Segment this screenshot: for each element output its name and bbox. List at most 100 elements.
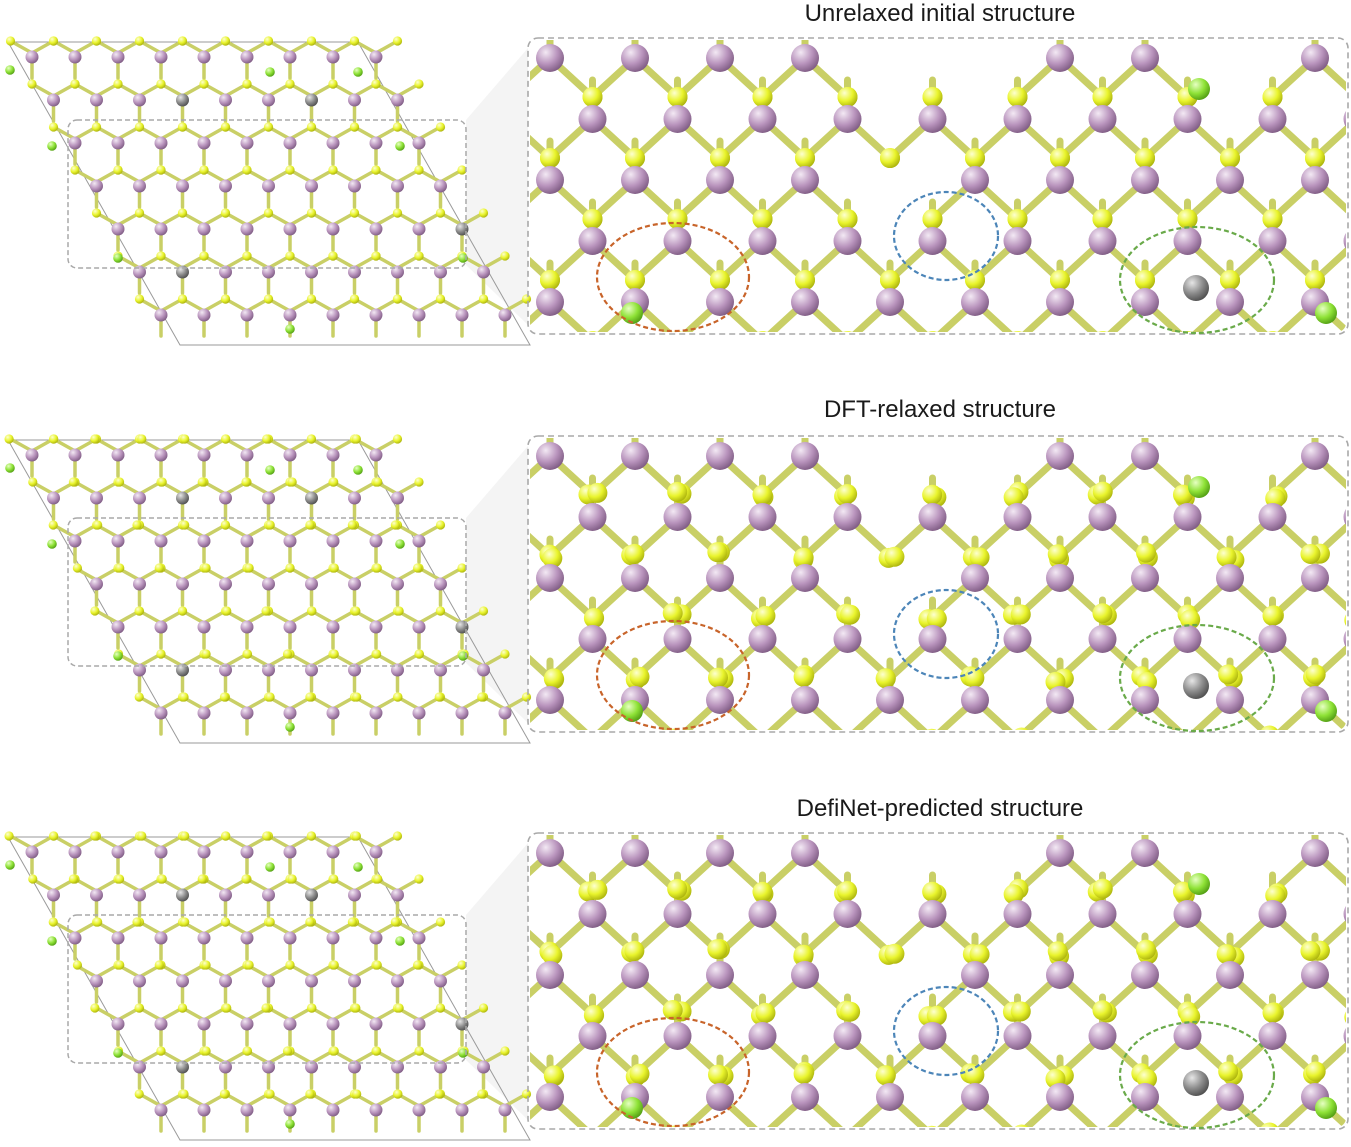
chalcogen-atom xyxy=(662,1000,683,1021)
chalcogen-atom xyxy=(134,692,144,702)
metal-atom xyxy=(133,491,146,505)
chalcogen-atom xyxy=(201,649,211,659)
chalcogen-atom xyxy=(624,940,645,961)
bond xyxy=(94,609,120,625)
metal-atom xyxy=(283,1017,297,1031)
metal-atom xyxy=(240,308,254,322)
green-substituent-atom xyxy=(1188,873,1210,895)
metal-atom xyxy=(326,136,340,150)
gray-substituent-atom xyxy=(305,888,318,902)
chalcogen-atom xyxy=(1267,731,1287,751)
metal-atom xyxy=(197,534,211,548)
chalcogen-atom xyxy=(1172,484,1193,505)
metal-atom xyxy=(1216,564,1244,592)
metal-atom xyxy=(1301,839,1329,867)
green-substituent-atom xyxy=(353,862,363,872)
metal-atom xyxy=(154,620,168,634)
green-substituent-atom xyxy=(353,67,363,77)
metal-atom xyxy=(326,931,340,945)
bond xyxy=(423,58,466,97)
chalcogen-atom xyxy=(219,692,229,702)
chalcogen-atom xyxy=(91,208,102,218)
chalcogen-atom xyxy=(752,730,772,750)
chalcogen-atom xyxy=(521,294,532,304)
chalcogen-atom xyxy=(662,603,683,624)
chalcogen-atom xyxy=(584,1128,604,1147)
metal-atom xyxy=(111,620,125,634)
chalcogen-atom xyxy=(4,434,14,444)
metal-atom xyxy=(833,105,862,133)
chalcogen-atom xyxy=(329,649,339,659)
chalcogen-atom xyxy=(4,831,14,841)
metal-atom xyxy=(961,961,989,989)
metal-atom xyxy=(369,448,383,462)
gray-substituent-atom xyxy=(1183,275,1209,301)
metal-atom xyxy=(434,1060,447,1074)
metal-atom xyxy=(154,448,168,462)
chalcogen-atom xyxy=(219,1089,229,1099)
chalcogen-atom xyxy=(1003,487,1024,508)
chalcogen-atom xyxy=(543,668,564,689)
highlight-green-ellipse xyxy=(1118,1020,1276,1130)
zoom-frame xyxy=(527,435,1349,733)
metal-atom xyxy=(176,179,189,193)
metal-atom xyxy=(133,888,146,902)
zoom-frame xyxy=(527,832,1349,1130)
metal-atom xyxy=(369,845,383,859)
chalcogen-atom xyxy=(392,208,403,218)
chalcogen-atom xyxy=(113,79,123,89)
chalcogen-atom xyxy=(220,917,230,927)
metal-atom xyxy=(305,974,318,988)
metal-atom xyxy=(1131,686,1159,714)
zoom-region-box xyxy=(67,119,467,269)
metal-atom xyxy=(434,663,447,677)
metal-atom xyxy=(283,931,297,945)
chalcogen-atom xyxy=(435,520,446,530)
chalcogen-atom xyxy=(115,960,125,970)
metal-atom xyxy=(1131,1083,1159,1111)
metal-atom xyxy=(1003,625,1032,653)
metal-atom xyxy=(791,442,819,470)
metal-atom xyxy=(1131,44,1159,72)
chalcogen-atom xyxy=(328,165,338,175)
chalcogen-atom xyxy=(457,960,467,970)
chalcogen-atom xyxy=(261,606,271,616)
metal-atom xyxy=(536,1083,564,1111)
metal-atom xyxy=(1046,1083,1074,1111)
chalcogen-atom xyxy=(667,209,688,229)
metal-atom xyxy=(305,577,318,591)
chalcogen-atom xyxy=(925,731,945,751)
metal-atom xyxy=(283,136,297,150)
metal-atom xyxy=(283,620,297,634)
chalcogen-atom xyxy=(707,939,728,960)
metal-atom xyxy=(748,105,777,133)
metal-atom xyxy=(578,900,607,928)
metal-atom xyxy=(154,1103,168,1117)
metal-atom xyxy=(348,888,361,902)
chalcogen-atom xyxy=(521,1089,532,1099)
green-substituent-atom xyxy=(395,539,405,549)
chalcogen-atom xyxy=(179,1089,189,1099)
green-substituent-atom xyxy=(353,465,363,475)
green-substituent-atom xyxy=(1315,302,1337,324)
metal-atom xyxy=(455,1103,469,1117)
metal-atom xyxy=(369,136,383,150)
chalcogen-atom xyxy=(306,122,317,132)
metal-atom xyxy=(197,620,211,634)
chalcogen-atom xyxy=(352,692,362,702)
metal-atom xyxy=(283,534,297,548)
chalcogen-atom xyxy=(540,148,560,168)
chalcogen-atom xyxy=(1007,87,1028,107)
chalcogen-atom xyxy=(455,1066,475,1086)
chalcogen-atom xyxy=(113,165,123,175)
chalcogen-atom xyxy=(5,36,16,46)
chalcogen-atom xyxy=(392,122,403,132)
green-substituent-atom xyxy=(5,463,15,473)
chalcogen-atom xyxy=(132,917,142,927)
chalcogen-atom xyxy=(372,1046,382,1056)
gray-substituent-atom xyxy=(305,491,318,505)
chalcogen-atom xyxy=(498,331,518,351)
metal-atom xyxy=(791,288,819,316)
chalcogen-atom xyxy=(1262,87,1283,107)
metal-atom xyxy=(219,974,232,988)
